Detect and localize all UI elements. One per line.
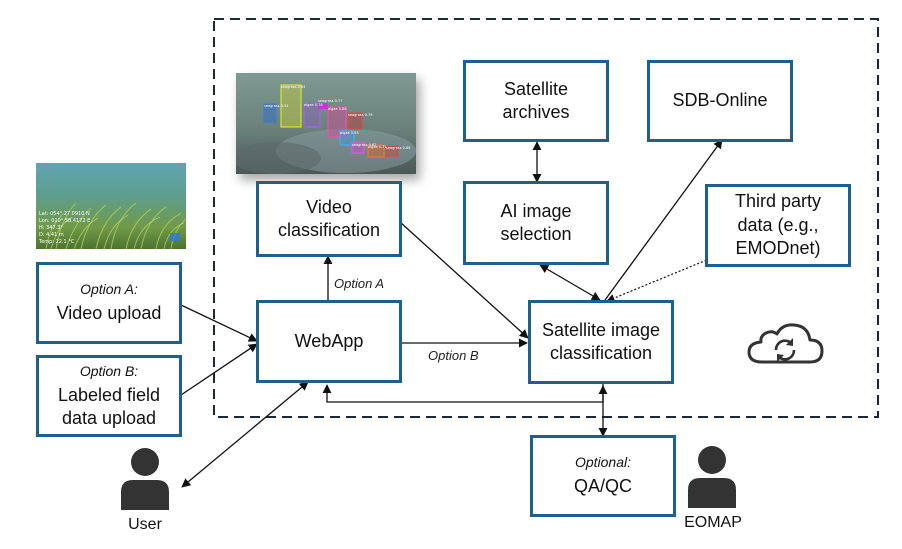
video-classification-box: Video classification [256, 181, 402, 257]
arrow-thirdparty-satclass [606, 247, 737, 303]
satellite-archives-line2: archives [502, 102, 570, 122]
overlay-logo-mark [170, 233, 180, 241]
detection-tag: seagrass 0.84 [281, 85, 306, 89]
heading-readout: H: 347.3° [39, 225, 63, 231]
satellite-image-classification-line1: Satellite image [541, 319, 661, 340]
arrow-webapp-user [181, 381, 309, 488]
satellite-archives-box: Satellite archives [463, 60, 609, 142]
field-data-line2: data upload [61, 408, 157, 429]
option-a-caption: Option A: [80, 281, 138, 298]
third-party-data-box: Third party data (e.g., EMODnet) [705, 184, 851, 267]
detection-tag: seagrass 0.79 [348, 113, 372, 117]
edge-label-option-b: Option B [428, 348, 479, 363]
third-party-line3: EMODnet) [735, 238, 821, 259]
seagrass-blades: Lat: 054° 27.0910 N Lon: 010° 58.4172 E … [38, 202, 186, 249]
qa-qc-box: Optional: QA/QC [530, 435, 676, 517]
arrow-ai-satclass [539, 264, 601, 301]
satellite-archives-line1: Satellite [503, 78, 569, 99]
ai-image-selection-line2: selection [500, 224, 572, 244]
temperature-readout: Temp: 22.1 °C [38, 239, 75, 245]
arrow-satclass-sdb [604, 139, 723, 301]
detection-tag: algae 0.76 [304, 103, 323, 107]
detection-tag: seagrass 0.86 [386, 146, 410, 150]
arrow-satclass-webapp-loop [322, 384, 604, 403]
video-upload-label: Video upload [56, 303, 162, 324]
option-b-caption: Option B: [79, 362, 139, 379]
field-data-line1: Labeled field [57, 384, 161, 405]
gps-longitude: Lon: 010° 58.4172 E [39, 218, 90, 224]
video-classification-photo: seagrass 0.84 seagrass 0.91 algae 0.76 a… [236, 73, 416, 174]
edge-label-option-a: Option A [334, 276, 385, 291]
sdb-online-label: SDB-Online [672, 90, 768, 111]
qa-qc-optional-caption: Optional: [574, 454, 632, 471]
detection-tag: algae 0.93 [340, 131, 359, 135]
cloud-boundary-frame [213, 18, 879, 418]
sdb-online-box: SDB-Online [647, 60, 793, 142]
detection-tag: seagrass 0.77 [318, 99, 342, 103]
webapp-label: WebApp [294, 330, 364, 351]
eomap-person-icon [688, 446, 736, 508]
detection-tag: seagrass 0.91 [264, 104, 288, 108]
third-party-line1: Third party [734, 191, 822, 212]
arrow-optionb-webapp [180, 343, 258, 396]
video-classification-line2: classification [277, 220, 381, 240]
detection-tag: algae 0.71 [368, 145, 387, 149]
video-classification-line1: Video [306, 196, 352, 217]
gps-latitude: Lat: 054° 27.0910 N [39, 211, 90, 217]
option-b-field-data-box: Option B: Labeled field data upload [36, 355, 182, 437]
detection-tag: seagrass 0.82 [352, 143, 376, 147]
qa-qc-label: QA/QC [573, 476, 632, 497]
ai-image-selection-line1: AI image [500, 200, 572, 221]
user-label: User [128, 516, 162, 533]
detection-boxes: seagrass 0.84 seagrass 0.91 algae 0.76 a… [236, 84, 416, 174]
arrow-video-satclass [399, 221, 529, 339]
third-party-line2: data (e.g., [737, 214, 819, 235]
satellite-image-classification-line2: classification [549, 343, 653, 363]
option-a-video-upload-box: Option A: Video upload [36, 262, 182, 344]
ai-image-selection-box: AI image selection [463, 181, 609, 265]
depth-readout: D: 4.41 m [39, 232, 64, 238]
detection-tag: algae 0.88 [328, 107, 347, 111]
cloud-sync-icon [747, 323, 824, 364]
webapp-box: WebApp [256, 300, 402, 383]
seagrass-photo: Lat: 054° 27.0910 N Lon: 010° 58.4172 E … [36, 163, 186, 249]
user-person-icon [121, 448, 169, 510]
satellite-image-classification-box: Satellite image classification [528, 300, 674, 384]
arrow-optiona-webapp [180, 304, 258, 342]
eomap-label: EOMAP [684, 514, 742, 531]
